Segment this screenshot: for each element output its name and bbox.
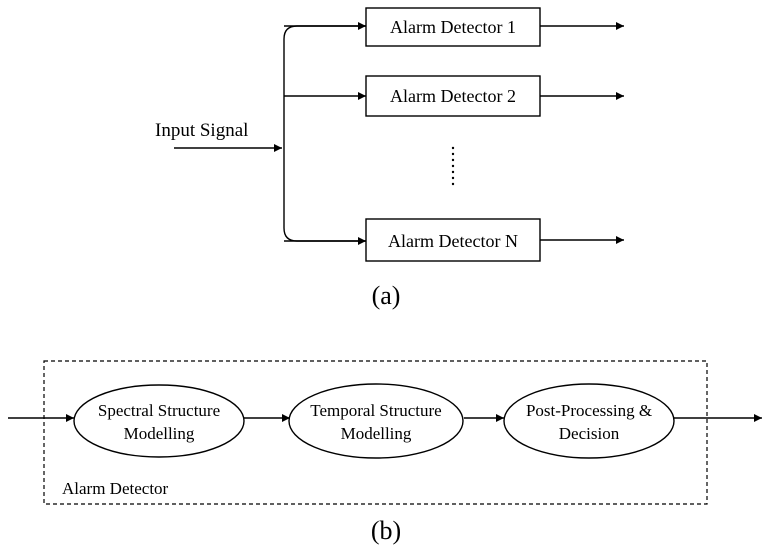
detector-box-2 bbox=[365, 75, 541, 117]
stage-ellipse-postprocessing bbox=[503, 383, 675, 459]
stage-ellipse-spectral bbox=[73, 384, 245, 458]
detector-label-1: Alarm Detector 1 bbox=[390, 17, 516, 37]
stage-spectral-line1: Spectral Structure bbox=[98, 401, 220, 420]
detector-box-1 bbox=[365, 7, 541, 47]
caption-b: (b) bbox=[371, 516, 401, 545]
detector-box-n bbox=[365, 218, 541, 262]
stage-temporal-line1: Temporal Structure bbox=[310, 401, 441, 420]
stage-ellipse-temporal bbox=[288, 383, 464, 459]
stage-temporal-line2: Modelling bbox=[341, 424, 412, 443]
alarm-detector-container bbox=[43, 360, 708, 505]
stage-postprocessing-line2: Decision bbox=[559, 424, 620, 443]
stage-spectral-line2: Modelling bbox=[124, 424, 195, 443]
caption-a: (a) bbox=[372, 281, 401, 310]
splitter-bus bbox=[283, 25, 366, 242]
stage-postprocessing-line1: Post-Processing & bbox=[526, 401, 652, 420]
detector-label-n: Alarm Detector N bbox=[388, 231, 518, 251]
detector-label-2: Alarm Detector 2 bbox=[390, 86, 516, 106]
vertical-ellipsis bbox=[451, 146, 455, 186]
container-label: Alarm Detector bbox=[62, 479, 169, 498]
input-signal-label: Input Signal bbox=[155, 120, 248, 141]
